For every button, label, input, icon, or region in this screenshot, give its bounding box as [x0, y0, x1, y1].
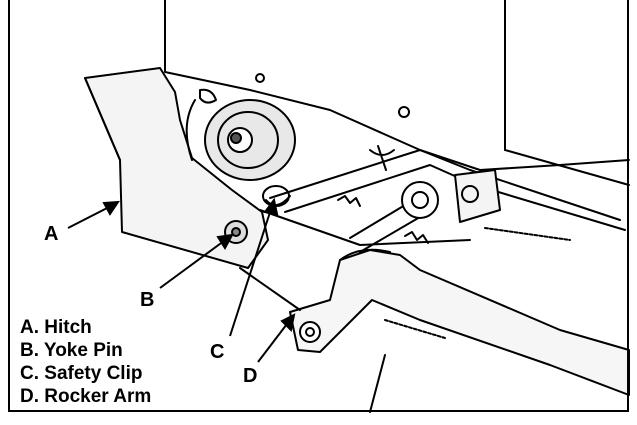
pulley-bolt — [230, 132, 242, 144]
leader-b — [159, 237, 229, 289]
housing-hole-2 — [398, 106, 410, 118]
gear-left — [337, 195, 361, 207]
right-bolt — [461, 185, 479, 203]
callout-d: D — [243, 365, 257, 387]
shaft-end-inner — [411, 191, 429, 209]
hitch-plate — [84, 67, 269, 269]
legend-safety-clip: C. Safety Clip — [20, 363, 143, 384]
legend-yoke-pin: B. Yoke Pin — [20, 340, 123, 361]
leader-d — [257, 319, 291, 363]
legend-hitch: A. Hitch — [20, 317, 92, 338]
shaft-end — [401, 181, 439, 219]
upper-housing — [164, 0, 630, 171]
arrowhead-c — [263, 197, 279, 216]
lower-post — [369, 354, 386, 413]
spring-clip — [369, 145, 395, 171]
housing-hole-1 — [255, 73, 265, 83]
housing-slope — [504, 149, 630, 186]
pulley-inner — [217, 111, 279, 169]
callout-b: B — [140, 289, 154, 311]
diagram-frame — [8, 0, 629, 412]
callout-c: C — [210, 341, 224, 363]
belt-guard — [185, 99, 196, 161]
legend-rocker-arm: D. Rocker Arm — [20, 386, 152, 407]
rocker-arm-curve — [339, 248, 391, 261]
gear-right — [404, 231, 429, 244]
upper-link — [269, 149, 621, 221]
arrowhead-d — [280, 313, 296, 333]
legend: A. Hitch B. Yoke Pin C. Safety Clip D. R… — [20, 316, 151, 408]
leader-a — [67, 204, 114, 229]
leader-c — [229, 205, 273, 337]
rocker-nut-center — [305, 327, 315, 337]
spring — [484, 227, 571, 241]
arrowhead-a — [102, 200, 120, 216]
arrowhead-b — [216, 233, 234, 250]
lower-spring — [384, 319, 446, 339]
safety-clip-tail — [265, 195, 291, 207]
rocker-arm — [289, 249, 630, 396]
upper-link-2 — [284, 164, 626, 231]
hitch-plate-edge — [84, 77, 121, 161]
rocker-nut — [299, 321, 321, 343]
yoke-pin-center — [231, 227, 241, 237]
callout-a: A — [44, 223, 58, 245]
lower-link — [259, 209, 471, 246]
pin-top — [199, 88, 217, 104]
